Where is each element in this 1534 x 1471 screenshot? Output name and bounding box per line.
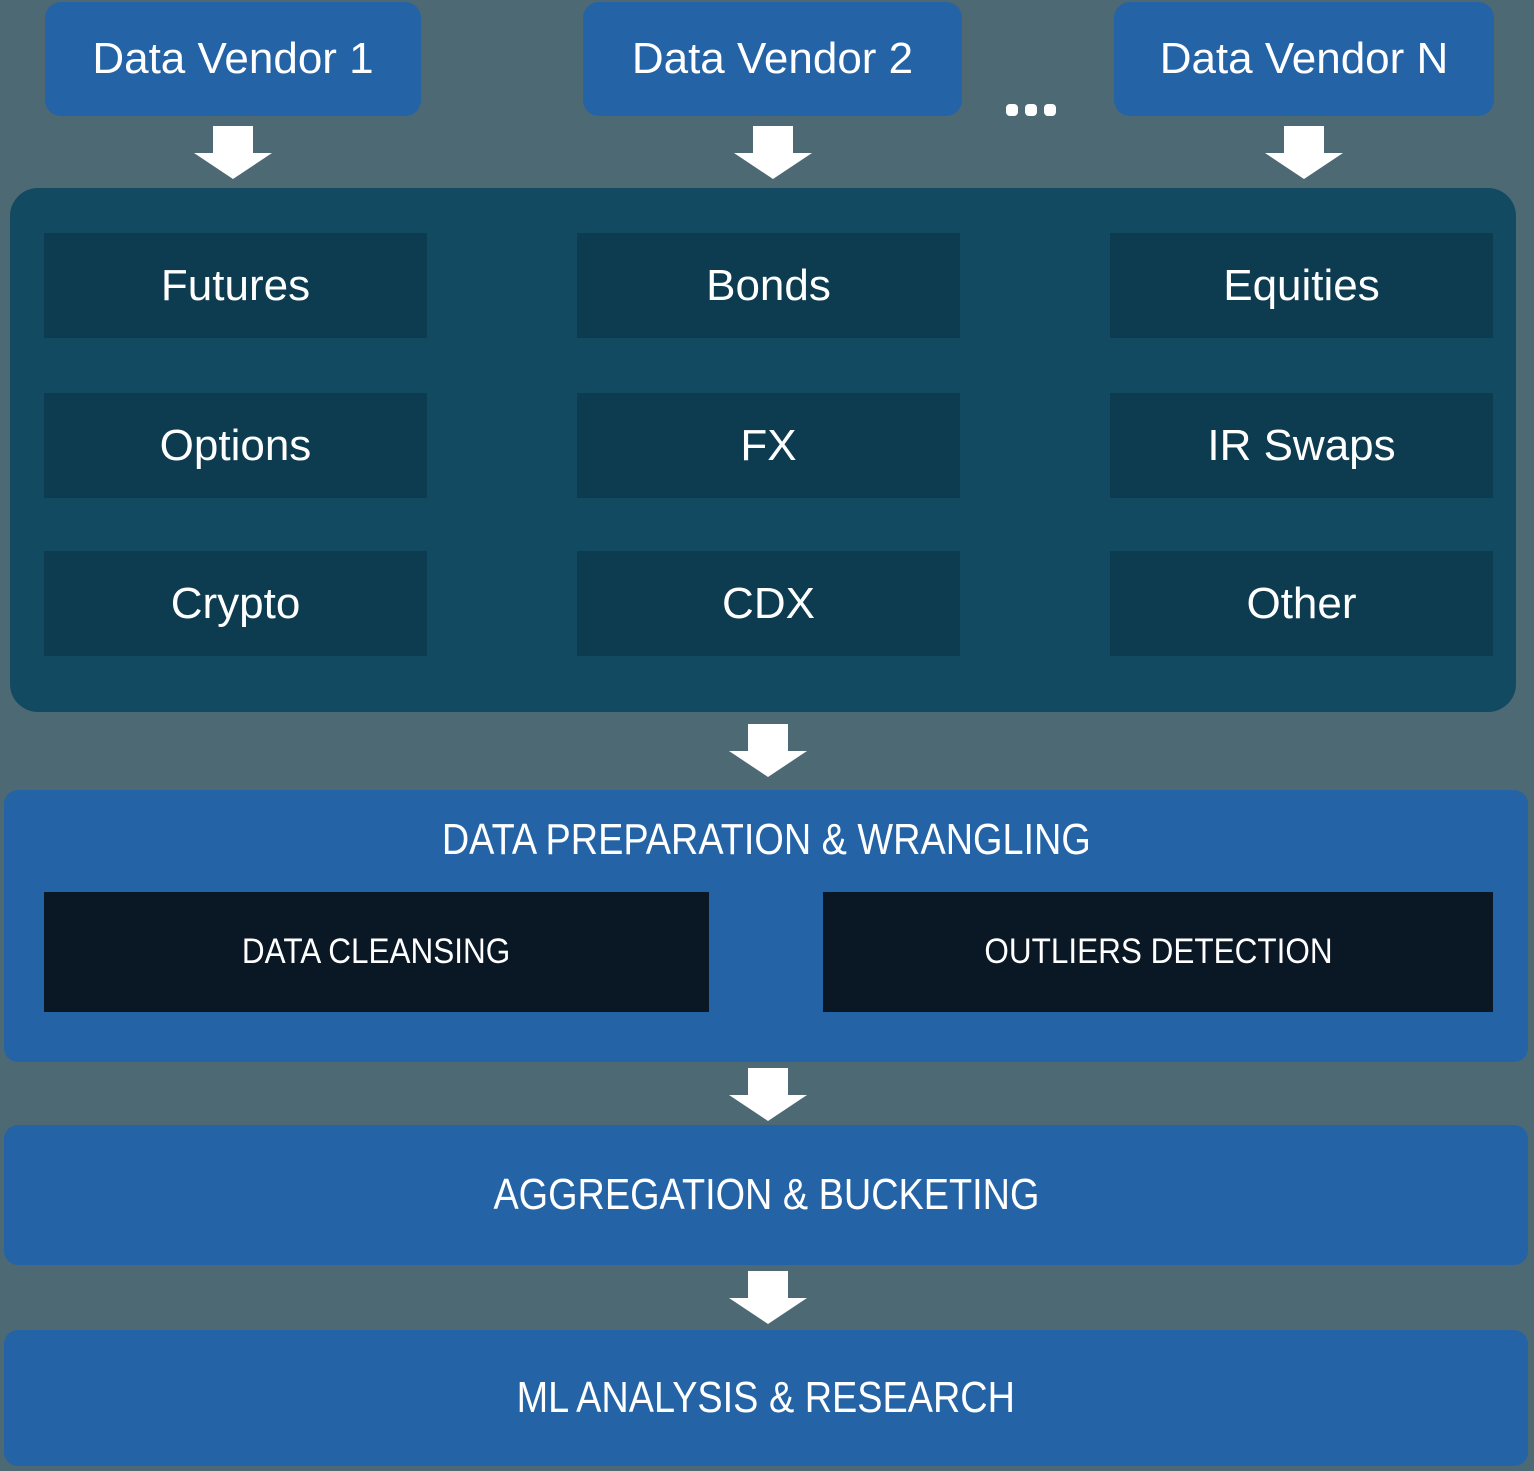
- asset-label: IR Swaps: [1207, 420, 1396, 470]
- asset-label: Options: [159, 420, 312, 470]
- dot-icon: [1044, 104, 1056, 116]
- down-arrow-icon: [729, 724, 807, 777]
- dot-icon: [1025, 104, 1037, 116]
- asset-box-other: Other: [1110, 551, 1493, 656]
- stage-data-preparation: DATA PREPARATION & WRANGLING DATA CLEANS…: [4, 790, 1528, 1062]
- down-arrow-icon: [734, 126, 812, 179]
- asset-label: Bonds: [706, 260, 831, 310]
- asset-label: Crypto: [170, 578, 301, 628]
- asset-label: Other: [1246, 578, 1357, 628]
- stage-title: ML ANALYSIS & RESEARCH: [516, 1373, 1016, 1422]
- asset-box-options: Options: [44, 393, 427, 498]
- vendors-ellipsis-icon: [1006, 104, 1056, 116]
- down-arrow-icon: [729, 1068, 807, 1121]
- vendor-label: Data Vendor 2: [631, 34, 914, 83]
- vendor-label: Data Vendor 1: [92, 34, 374, 83]
- vendor-box-1: Data Vendor 1: [45, 2, 421, 116]
- asset-label: CDX: [722, 578, 815, 628]
- vendor-label: Data Vendor N: [1159, 34, 1449, 83]
- asset-box-bonds: Bonds: [577, 233, 960, 338]
- asset-box-ir-swaps: IR Swaps: [1110, 393, 1493, 498]
- outliers-detection-box: OUTLIERS DETECTION: [823, 892, 1493, 1012]
- down-arrow-icon: [1265, 126, 1343, 179]
- outliers-detection-label: OUTLIERS DETECTION: [983, 932, 1333, 971]
- stage-title: DATA PREPARATION & WRANGLING: [441, 815, 1091, 864]
- data-cleansing-box: DATA CLEANSING: [44, 892, 709, 1012]
- asset-box-crypto: Crypto: [44, 551, 427, 656]
- asset-box-futures: Futures: [44, 233, 427, 338]
- vendor-box-n: Data Vendor N: [1114, 2, 1494, 116]
- asset-label: Equities: [1223, 260, 1380, 310]
- down-arrow-icon: [729, 1271, 807, 1324]
- stage-ml-analysis: ML ANALYSIS & RESEARCH: [4, 1330, 1528, 1466]
- asset-box-fx: FX: [577, 393, 960, 498]
- asset-label: FX: [740, 420, 797, 470]
- asset-box-cdx: CDX: [577, 551, 960, 656]
- vendor-box-2: Data Vendor 2: [583, 2, 962, 116]
- stage-title-row: DATA PREPARATION & WRANGLING: [4, 790, 1528, 890]
- stage-aggregation: AGGREGATION & BUCKETING: [4, 1125, 1528, 1265]
- stage-title: AGGREGATION & BUCKETING: [493, 1170, 1039, 1219]
- data-cleansing-label: DATA CLEANSING: [242, 932, 511, 971]
- asset-label: Futures: [160, 260, 311, 310]
- asset-box-equities: Equities: [1110, 233, 1493, 338]
- down-arrow-icon: [194, 126, 272, 179]
- dot-icon: [1006, 104, 1018, 116]
